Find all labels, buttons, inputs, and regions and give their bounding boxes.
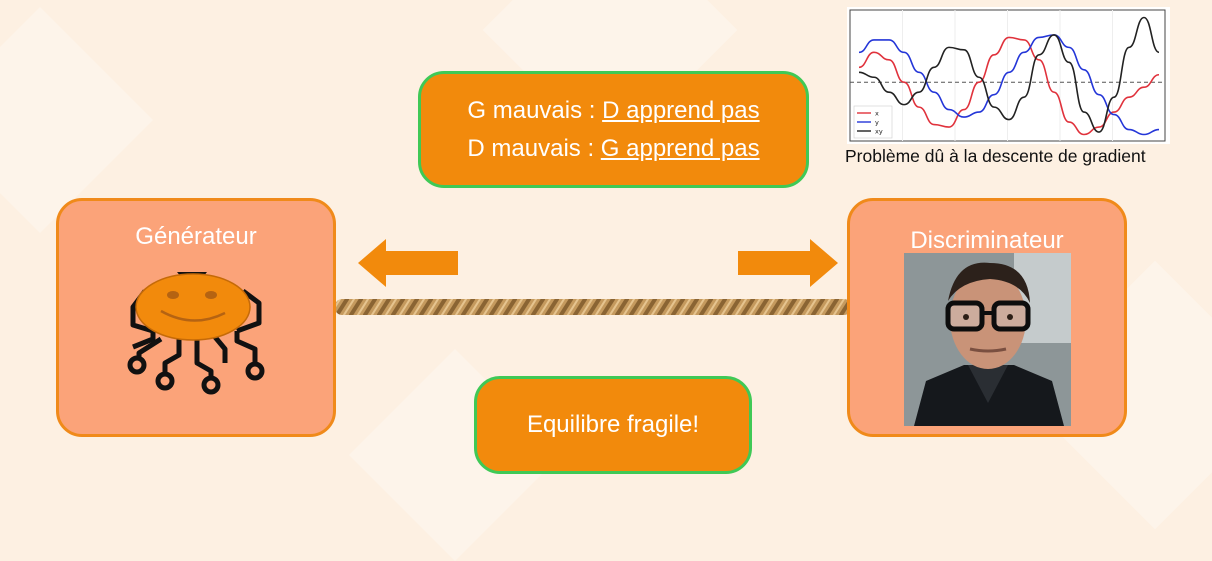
note-bad-player: G mauvais : D apprend pas D mauvais : G … bbox=[418, 71, 809, 188]
note-line-2: D mauvais : G apprend pas bbox=[467, 130, 759, 168]
generator-title: Générateur bbox=[135, 223, 257, 250]
chart-caption: Problème dû à la descente de gradient bbox=[845, 146, 1146, 166]
legend-label-y: y bbox=[875, 119, 879, 127]
discriminator-title: Discriminateur bbox=[910, 227, 1064, 254]
note-fragile-equilibrium: Equilibre fragile! bbox=[474, 376, 752, 474]
chart-grid bbox=[902, 10, 1113, 141]
chart-series-layer bbox=[858, 16, 1160, 136]
robot-face-icon bbox=[127, 272, 265, 395]
note-line-2-prefix: D mauvais : bbox=[467, 134, 601, 162]
legend-label-xy: xy bbox=[875, 128, 883, 136]
note-bottom-text: Equilibre fragile! bbox=[526, 411, 700, 438]
note-line-1-prefix: G mauvais : bbox=[467, 96, 603, 124]
d-apprend-pas-link[interactable]: D apprend pas bbox=[602, 96, 760, 124]
note-line-1: G mauvais : D apprend pas bbox=[467, 92, 759, 130]
series-line-y bbox=[858, 34, 1160, 136]
g-apprend-pas-link[interactable]: G apprend pas bbox=[600, 134, 760, 162]
arrow-right-icon bbox=[738, 239, 838, 287]
arrow-left-icon bbox=[358, 239, 458, 287]
rope bbox=[335, 299, 851, 315]
series-line-x bbox=[858, 36, 1160, 136]
series-line-xy bbox=[858, 16, 1160, 133]
legend-label-x: x bbox=[875, 110, 879, 118]
discriminator-portrait bbox=[904, 253, 1071, 426]
